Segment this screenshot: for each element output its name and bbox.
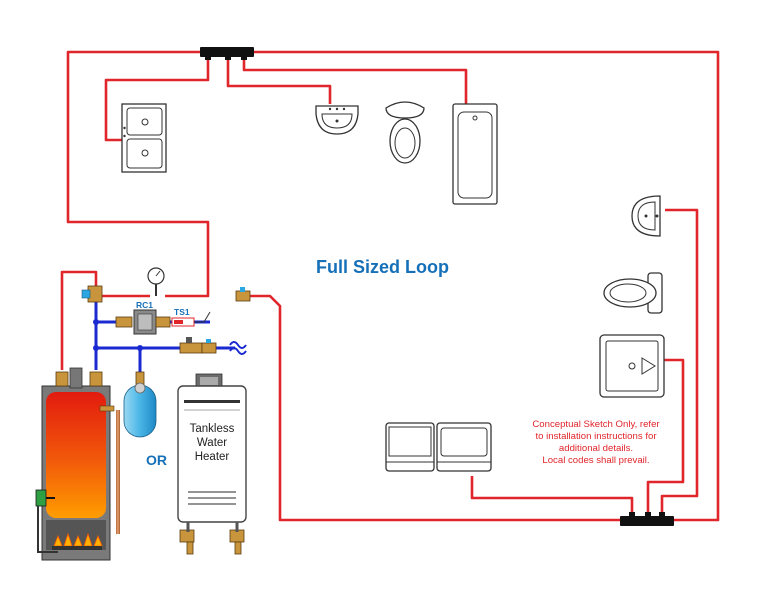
mixing-valve xyxy=(81,285,103,303)
temp-sensor-label: TS1 xyxy=(174,307,190,317)
hot-water-loop xyxy=(60,50,720,522)
tankless-heater-label-line3: Heater xyxy=(194,451,230,463)
tankless-heater-label: Tankless Water Heater xyxy=(182,422,242,464)
shower-fixture xyxy=(599,334,665,398)
top-manifold xyxy=(200,47,254,60)
note-line-1: Conceptual Sketch Only, refer xyxy=(532,419,660,430)
conceptual-note: Conceptual Sketch Only, refer to install… xyxy=(508,419,684,467)
tankless-heater-label-line2: Water xyxy=(196,437,228,449)
recirc-pump-label: RC1 xyxy=(136,300,154,310)
or-label: OR xyxy=(146,452,167,468)
burner-flames xyxy=(53,532,103,547)
laundry-fixture-left xyxy=(385,422,435,472)
expansion-tank xyxy=(123,371,157,438)
side-toilet-fixture xyxy=(603,272,663,314)
bottom-manifold xyxy=(620,512,674,526)
recirc-pump-assembly xyxy=(115,309,211,335)
laundry-fixture-right xyxy=(436,422,492,472)
tankless-heater-label-line1: Tankless xyxy=(189,423,235,435)
note-line-2: to installation instructions for xyxy=(535,431,657,442)
vent-grille xyxy=(188,491,236,505)
cold-supply-piping xyxy=(93,300,247,375)
ball-valve xyxy=(235,287,251,302)
tank-water-heater xyxy=(35,367,120,561)
wall-sink-fixture xyxy=(631,195,661,237)
cold-inlet-valve xyxy=(179,337,217,354)
bathtub-fixture xyxy=(452,103,498,205)
toilet-fixture xyxy=(385,101,425,164)
kitchen-sink-fixture xyxy=(121,103,167,173)
diagram-title: Full Sized Loop xyxy=(316,257,449,277)
tankless-water-heater xyxy=(177,373,247,555)
note-line-3: additional details. xyxy=(558,443,634,454)
pressure-gauge xyxy=(147,267,165,296)
note-line-4: Local codes shall prevail. xyxy=(542,455,650,466)
bathroom-sink-fixture xyxy=(315,105,359,135)
